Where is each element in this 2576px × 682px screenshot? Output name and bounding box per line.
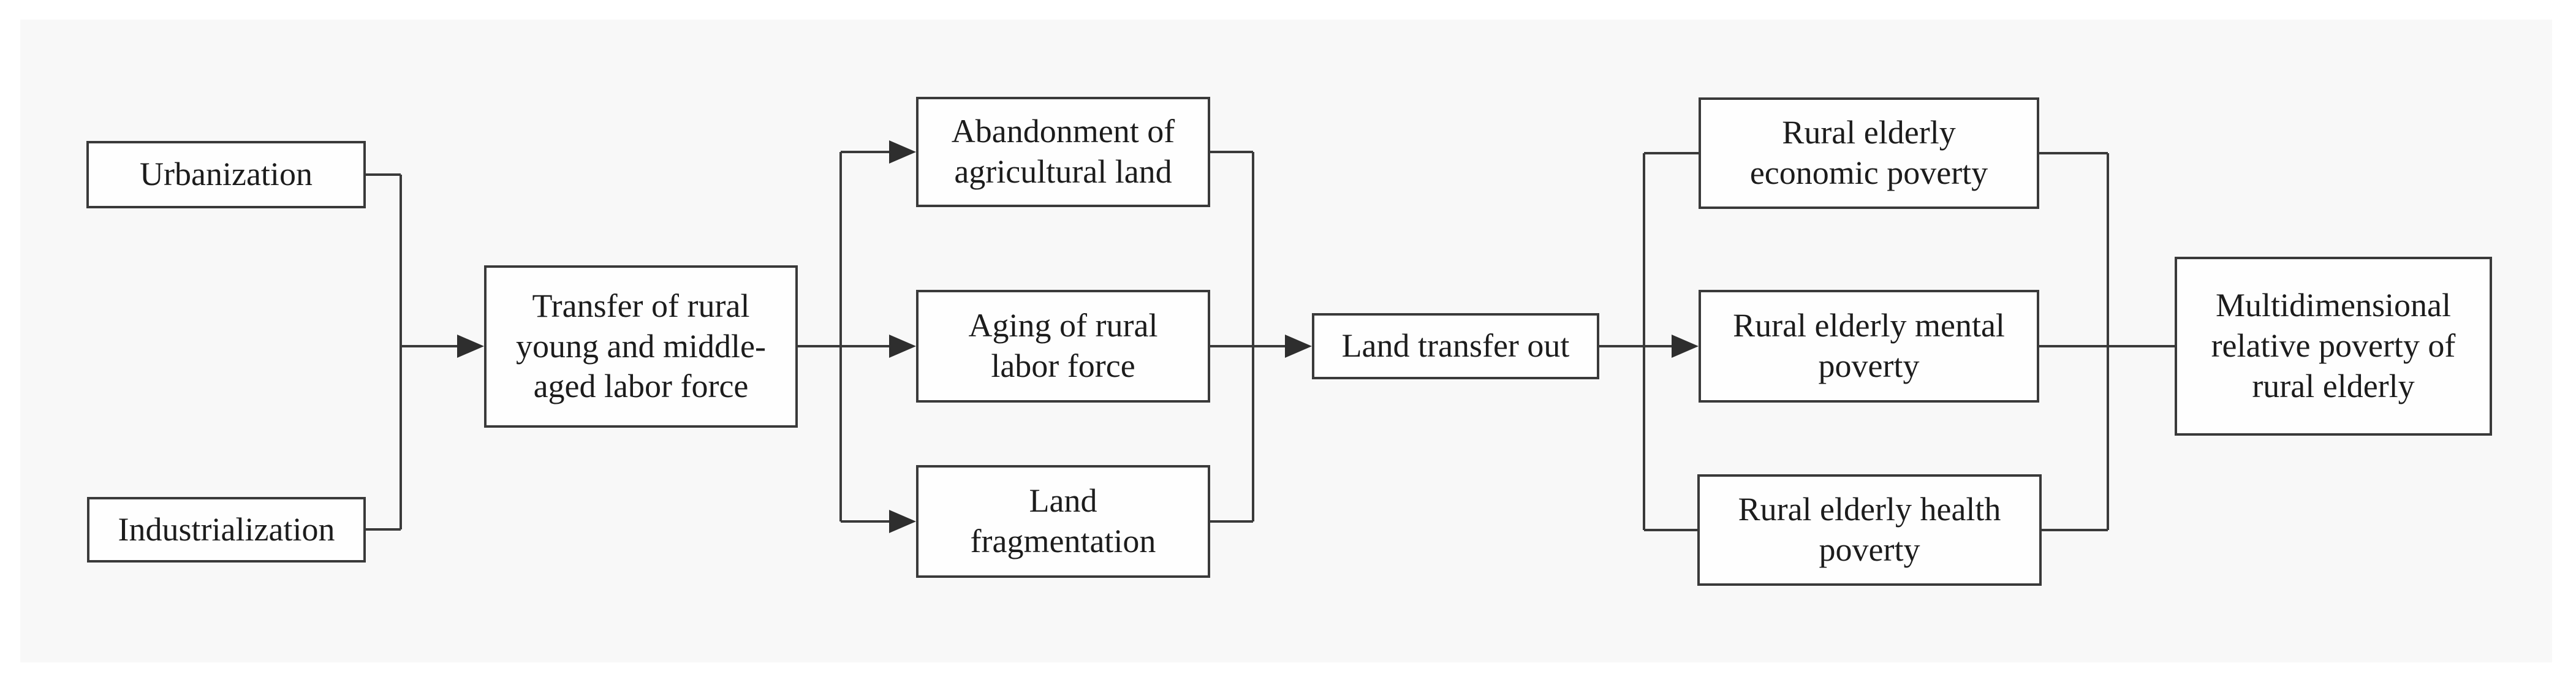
edge-lto-split <box>1599 152 1699 531</box>
node-land-transfer-out: Land transfer out <box>1312 313 1599 379</box>
node-rural-elderly-economic-poverty: Rural elderly economic poverty <box>1699 97 2039 209</box>
arrowhead-into-mental-poverty <box>1672 335 1699 358</box>
node-multidimensional-relative-poverty: Multidimensional relative poverty of rur… <box>2175 257 2492 436</box>
arrowhead-into-abandonment <box>889 140 916 164</box>
node-land-fragmentation: Land fragmentation <box>916 465 1210 578</box>
edge-transfer-split <box>798 151 890 523</box>
arrowhead-into-fragmentation <box>889 510 916 533</box>
node-transfer-of-rural-labor: Transfer of rural young and middle- aged… <box>484 265 798 428</box>
arrowhead-into-transfer <box>457 335 484 358</box>
arrowhead-into-land-transfer-out <box>1285 335 1312 358</box>
node-industrialization: Industrialization <box>87 497 366 563</box>
edge-right-merge <box>2039 152 2175 531</box>
node-urbanization: Urbanization <box>86 141 366 208</box>
edge-middle-merge <box>1210 151 1286 523</box>
node-aging-of-rural-labor-force: Aging of rural labor force <box>916 290 1210 403</box>
node-rural-elderly-health-poverty: Rural elderly health poverty <box>1697 474 2042 586</box>
arrowhead-into-aging <box>889 335 916 358</box>
node-rural-elderly-mental-poverty: Rural elderly mental poverty <box>1699 290 2039 403</box>
node-abandonment-of-agricultural-land: Abandonment of agricultural land <box>916 97 1210 207</box>
edge-left-group <box>366 173 458 531</box>
